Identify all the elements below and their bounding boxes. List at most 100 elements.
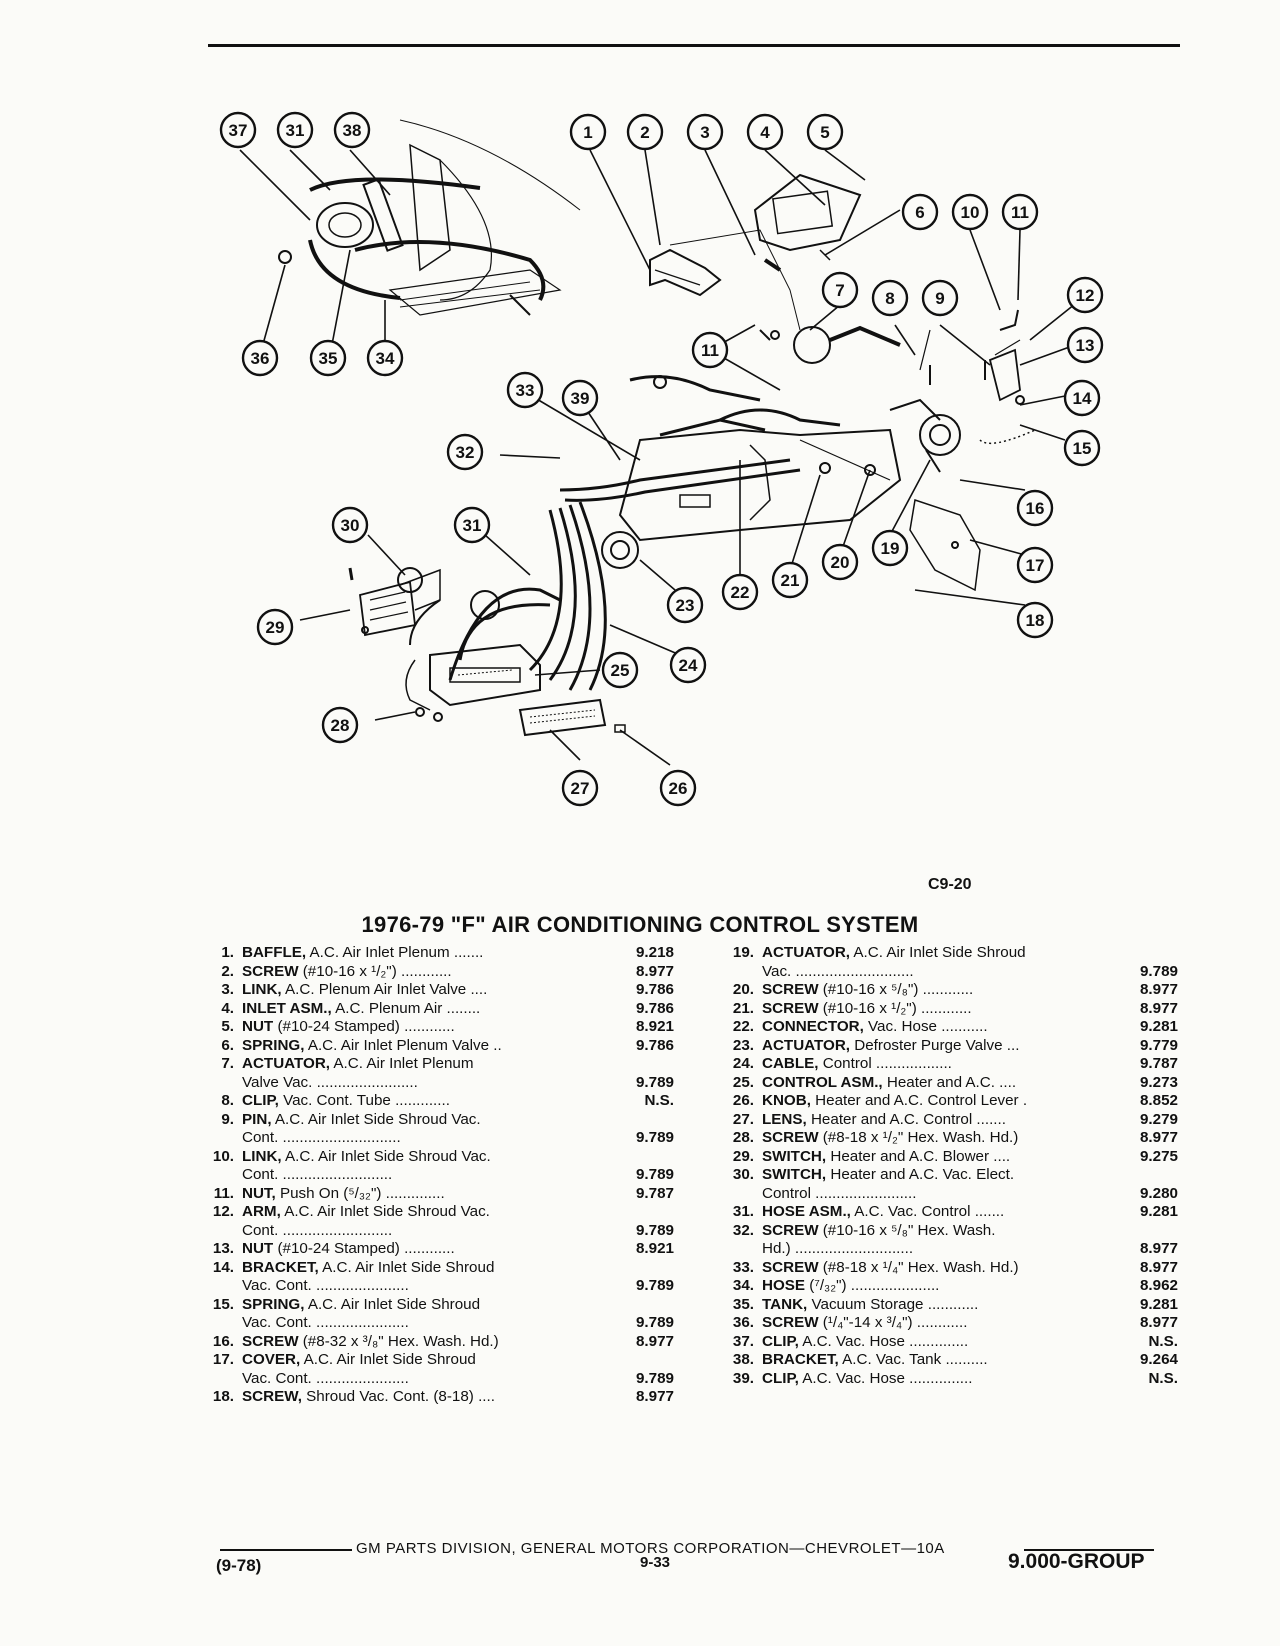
part-description-cont: Vac. ............................	[762, 962, 914, 980]
part-name: CABLE,	[762, 1055, 819, 1072]
part-description-cont: Valve Vac. ........................	[242, 1073, 418, 1091]
part-name: NUT	[242, 1240, 274, 1257]
svg-text:12: 12	[1076, 286, 1095, 305]
part-number: 32.	[732, 1221, 754, 1239]
part-name: CLIP,	[762, 1369, 799, 1387]
svg-text:21: 21	[781, 571, 800, 590]
svg-text:23: 23	[676, 596, 695, 615]
svg-text:5: 5	[820, 123, 829, 142]
callout-32: 32	[446, 433, 484, 471]
part-name: TANK,	[762, 1295, 808, 1313]
part-description: CLIP, Vac. Cont. Tube .............	[242, 1092, 450, 1109]
part-description: NUT (#10-24 Stamped) ............	[242, 1018, 455, 1035]
part-name: CONNECTOR,	[762, 1018, 864, 1035]
svg-text:22: 22	[731, 583, 750, 602]
callout-23: 23	[666, 586, 704, 624]
svg-text:9: 9	[935, 289, 944, 308]
part-row: 23.ACTUATOR, Defroster Purge Valve ...9.…	[718, 1037, 1178, 1056]
part-name: KNOB,	[762, 1092, 811, 1109]
part-number: 34.	[732, 1277, 754, 1294]
callout-37: 37	[219, 111, 257, 149]
svg-text:31: 31	[463, 516, 482, 535]
svg-text:31: 31	[286, 121, 305, 140]
part-name: CONTROL ASM.,	[762, 1073, 883, 1091]
svg-text:27: 27	[571, 779, 590, 798]
part-number: 3.	[221, 981, 234, 998]
part-name: HOSE	[762, 1277, 806, 1294]
part-row: 34.HOSE (⁷/₃₂") .....................8.9…	[718, 1277, 1178, 1296]
part-description: CABLE, Control ..................	[762, 1055, 952, 1072]
part-number: 20.	[732, 981, 754, 998]
part-name: ACTUATOR,	[762, 944, 851, 961]
part-number: 38.	[732, 1351, 754, 1368]
part-row: 33.SCREW (#8-18 x ¹/₄" Hex. Wash. Hd.)8.…	[718, 1259, 1178, 1278]
part-group-code: 9.264	[1139, 1351, 1178, 1368]
part-description: SCREW (#10-16 x ¹/₂") ............	[762, 999, 972, 1017]
callout-11: 11	[1001, 193, 1039, 231]
part-row: 2. SCREW (#10-16 x ¹/₂") ............ 8.97…	[204, 963, 674, 982]
callout-17: 17	[1016, 546, 1054, 584]
part-group-code: 9.789	[635, 1221, 674, 1239]
part-row: 38.BRACKET, A.C. Vac. Tank ..........9.2…	[718, 1351, 1178, 1370]
part-name: SCREW	[762, 1129, 819, 1146]
page-title: 1976-79 "F" AIR CONDITIONING CONTROL SYS…	[361, 912, 919, 937]
part-description: LINK, A.C. Plenum Air Inlet Valve ....	[242, 981, 488, 998]
part-number: 5.	[221, 1018, 234, 1035]
part-description: INLET ASM., A.C. Plenum Air ........	[242, 999, 481, 1017]
part-description-cont: Vac. Cont. ......................	[242, 1314, 409, 1331]
callout-35: 35	[309, 339, 347, 377]
part-number: 8.	[221, 1092, 234, 1109]
part-row: 24.CABLE, Control ..................9.78…	[718, 1055, 1178, 1074]
callout-29: 29	[256, 608, 294, 646]
callout-31: 31	[453, 506, 491, 544]
part-row: 27.LENS, Heater and A.C. Control .......…	[718, 1111, 1178, 1130]
part-name: LENS,	[762, 1110, 807, 1128]
part-number: 36.	[732, 1314, 754, 1331]
leader-lines	[239, 149, 1081, 766]
part-description: SCREW (¹/₄"-14 x ³/₄") ............	[762, 1314, 968, 1331]
part-group-code: 9.789	[635, 1166, 674, 1183]
part-group-code: 8.977	[1139, 1129, 1178, 1146]
part-name: SWITCH,	[762, 1147, 827, 1165]
svg-text:2: 2	[640, 123, 649, 142]
part-name: SCREW	[762, 1314, 819, 1331]
callout-7: 7	[821, 271, 859, 309]
part-row: 18.SCREW, Shroud Vac. Cont. (8-18) ....8…	[204, 1388, 674, 1407]
part-row: 20.SCREW (#10-16 x ⁵/₈") ............8.9…	[718, 981, 1178, 1000]
part-number: 19.	[732, 944, 754, 961]
part-number: 30.	[732, 1166, 754, 1183]
part-group-code: 9.786	[635, 1036, 674, 1054]
figure-code: C9-20	[928, 876, 972, 893]
part-number: 2.	[221, 962, 234, 980]
svg-text:19: 19	[881, 539, 900, 558]
part-description: SCREW (#8-32 x ³/₈" Hex. Wash. Hd.)	[242, 1332, 499, 1350]
footer-group: 9.000-GROUP	[1008, 1550, 1145, 1573]
part-row: 28.SCREW (#8-18 x ¹/₂" Hex. Wash. Hd.)8.…	[718, 1129, 1178, 1148]
svg-text:15: 15	[1073, 439, 1092, 458]
part-group-code: N.S.	[1148, 1369, 1178, 1387]
part-group-code: 9.281	[1139, 1018, 1178, 1035]
part-name: SWITCH,	[762, 1166, 827, 1183]
svg-text:36: 36	[251, 349, 270, 368]
part-row: 29.SWITCH, Heater and A.C. Blower ....9.…	[718, 1148, 1178, 1167]
callout-4: 4	[746, 113, 784, 151]
part-number: 21.	[732, 999, 754, 1017]
part-number: 1.	[221, 944, 234, 961]
part-name: SCREW,	[242, 1388, 302, 1405]
part-row: 22.CONNECTOR, Vac. Hose ...........9.281	[718, 1018, 1178, 1037]
part-row: 31.HOSE ASM., A.C. Vac. Control .......9…	[718, 1203, 1178, 1222]
top-rule	[208, 44, 1180, 47]
svg-text:11: 11	[1011, 203, 1029, 222]
svg-text:37: 37	[229, 121, 248, 140]
vacuum-tank-illustration	[278, 119, 581, 316]
part-description: NUT, Push On (⁵/₃₂") ..............	[242, 1184, 445, 1202]
part-group-code: 8.977	[635, 962, 674, 980]
part-description: SCREW (#10-16 x ¹/₂") ............	[242, 962, 452, 980]
part-number: 22.	[732, 1018, 754, 1035]
part-name: BRACKET,	[242, 1258, 319, 1276]
part-number: 15.	[212, 1295, 234, 1313]
